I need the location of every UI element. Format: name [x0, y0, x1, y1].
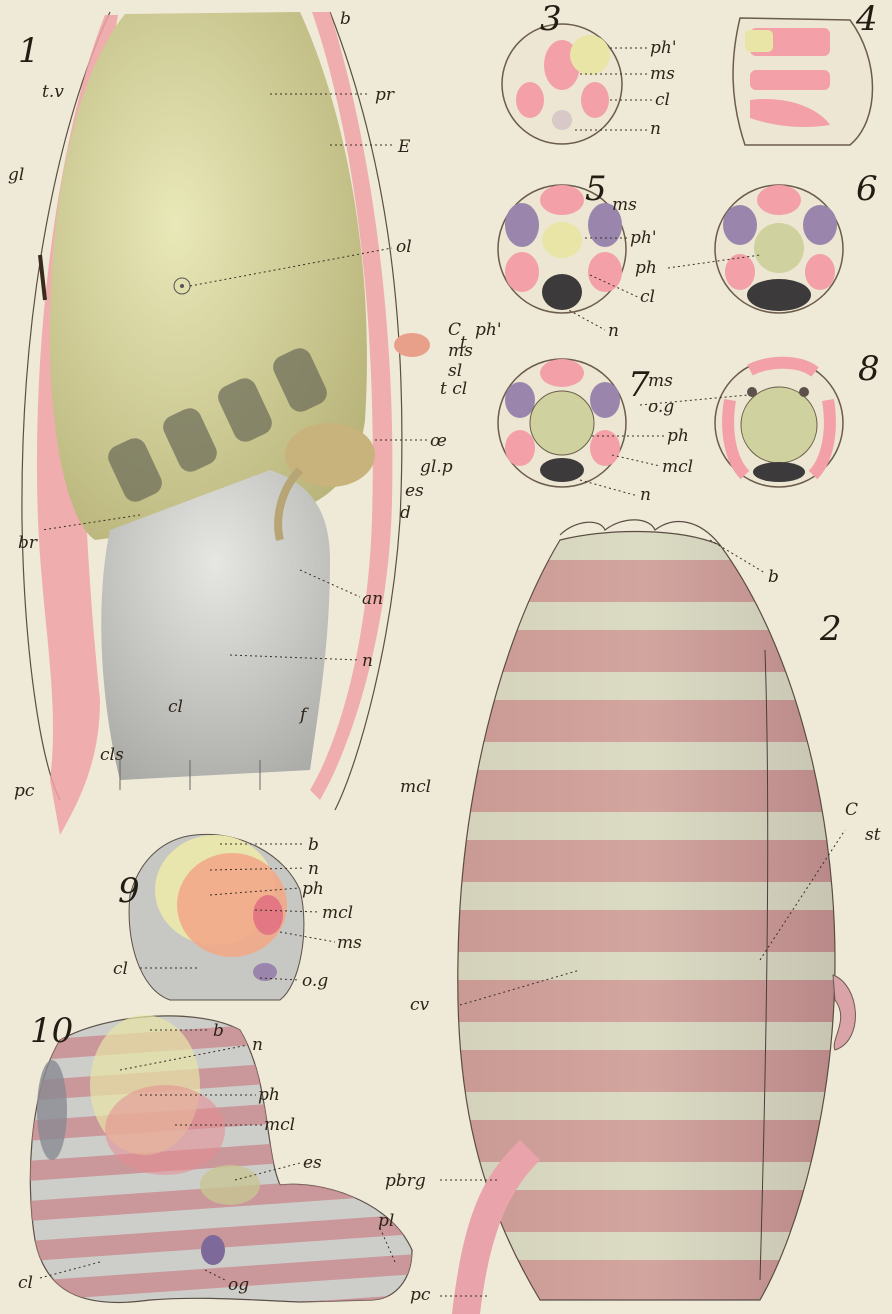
label-n: n: [362, 651, 373, 671]
label-f3-ph-prime: ph': [650, 38, 677, 58]
figure-3-number: 3: [540, 0, 562, 39]
label-f9-n: n: [308, 859, 319, 879]
label-f5-cl: cl: [640, 287, 655, 307]
figure-4-number: 4: [855, 0, 878, 39]
figure-2-number: 2: [819, 609, 842, 649]
label-f2-pc: pc: [410, 1285, 431, 1305]
label-oe: œ: [430, 431, 447, 451]
label-f10-b: b: [213, 1021, 224, 1041]
figure-6-number: 6: [856, 169, 878, 209]
label-f7-n: n: [640, 485, 651, 505]
figure-7-number: 7: [628, 365, 650, 405]
figure-5-number: 5: [585, 169, 607, 209]
label-f7-mcl: mcl: [662, 457, 693, 477]
label-f5-n: n: [608, 321, 619, 341]
label-f9-mcl: mcl: [322, 903, 353, 923]
figure-8-number: 8: [858, 349, 880, 389]
figure-2: [452, 520, 855, 1314]
label-f3-n: n: [650, 119, 661, 139]
label-tv: t.v: [42, 82, 64, 102]
label-b: b: [340, 9, 351, 29]
label-ms: ms: [448, 341, 473, 361]
figure-1-number: 1: [18, 31, 40, 71]
figure-7: [498, 359, 626, 487]
figure-3: [502, 24, 622, 144]
figure-4: [733, 18, 872, 145]
figure-10: [30, 1015, 412, 1303]
label-br: br: [18, 533, 38, 553]
label-f7-ph: ph: [667, 426, 689, 446]
figure-10-number: 10: [30, 1011, 73, 1051]
label-f9-ms: ms: [337, 933, 362, 953]
label-sl: sl: [448, 361, 462, 381]
label-glp: gl.p: [420, 457, 453, 477]
label-f2-st: st: [865, 825, 881, 845]
label-f10-pl: pl: [378, 1211, 394, 1231]
label-f9-b: b: [308, 835, 319, 855]
label-f10-og: og: [228, 1275, 249, 1295]
label-f10-mcl: mcl: [264, 1115, 295, 1135]
label-gl: gl: [8, 165, 24, 185]
label-f2-b: b: [768, 567, 779, 587]
figure-8: [715, 359, 843, 487]
figure-9-number: 9: [118, 871, 140, 911]
label-cl: cl: [168, 697, 183, 717]
label-f3-ms: ms: [650, 64, 675, 84]
label-es: es: [405, 481, 424, 501]
figure-6: [715, 185, 843, 313]
label-f2-mcl: mcl: [400, 777, 431, 797]
label-f10-es: es: [303, 1153, 322, 1173]
figure-9: [129, 834, 304, 1000]
label-pc: pc: [14, 781, 35, 801]
label-an: an: [362, 589, 383, 609]
label-f5-ms: ms: [612, 195, 637, 215]
label-d: d: [400, 503, 411, 523]
label-f10-cl: cl: [18, 1273, 33, 1293]
label-ph-prime: ph': [475, 320, 502, 340]
label-f5-ph: ph: [635, 258, 657, 278]
label-f10-n: n: [252, 1035, 263, 1055]
label-f2-c: C: [845, 800, 858, 820]
label-e: E: [397, 137, 411, 157]
label-f9-og: o.g: [302, 971, 328, 991]
label-f2-pbrg: pbrg: [385, 1171, 426, 1191]
label-f7-ms: ms: [648, 371, 673, 391]
label-f7-og: o.g: [648, 397, 674, 417]
label-f9-ph: ph: [302, 879, 324, 899]
label-f2-cv: cv: [410, 995, 430, 1015]
label-f10-ph: ph: [258, 1085, 280, 1105]
label-f3-cl: cl: [655, 90, 670, 110]
label-cls: cls: [100, 745, 124, 765]
figure-5: [498, 185, 626, 313]
label-f5-ph-prime: ph': [630, 228, 657, 248]
figure-1: [22, 12, 430, 835]
label-ol: ol: [396, 237, 412, 257]
label-pr: pr: [375, 85, 395, 105]
label-f9-cl: cl: [113, 959, 128, 979]
label-tcl: t cl: [440, 379, 467, 399]
